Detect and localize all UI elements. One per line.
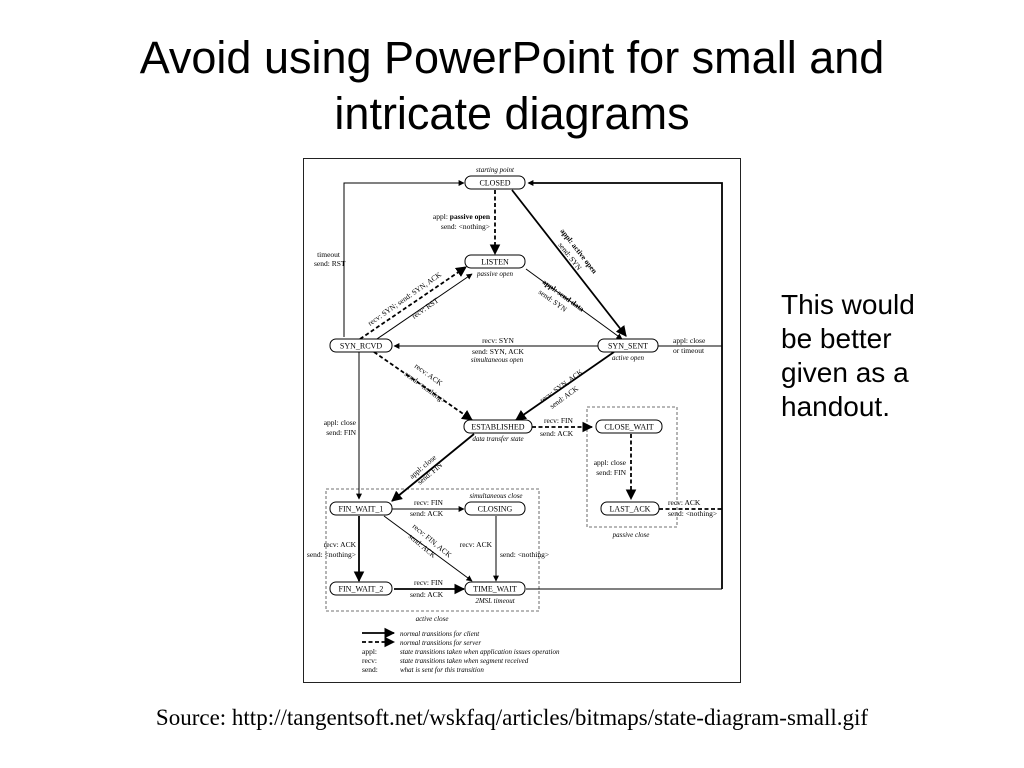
label-appl-passive-open: appl: passive open — [433, 212, 491, 221]
label-send-ack-3: send: ACK — [410, 509, 444, 518]
legend-client-text: normal transitions for client — [400, 630, 480, 638]
caption-active-open: active open — [612, 354, 645, 362]
legend-server-text: normal transitions for server — [400, 639, 481, 647]
label-recv-ack-4: recv: ACK — [668, 498, 701, 507]
label-timeout: timeout — [317, 250, 341, 259]
legend-appl-key: appl: — [362, 647, 377, 656]
svg-text:FIN_WAIT_1: FIN_WAIT_1 — [339, 505, 384, 514]
svg-text:CLOSING: CLOSING — [478, 505, 513, 514]
diagram-legend: normal transitions for client normal tra… — [362, 627, 560, 674]
caption-simultaneous-open: simultaneous open — [471, 356, 524, 364]
side-note-line-4: handout. — [781, 391, 890, 422]
state-fin-wait-2: FIN_WAIT_2 — [329, 581, 393, 596]
label-send-syn-ack: send: SYN, ACK — [472, 347, 524, 356]
slide-title-line-2: intricate diagrams — [334, 88, 690, 139]
svg-text:CLOSED: CLOSED — [479, 179, 510, 188]
label-send-ack-5: send: ACK — [410, 590, 444, 599]
edge-syn-sent-established — [515, 351, 615, 421]
legend-appl-desc: state transitions taken when application… — [400, 648, 560, 656]
label-recv-ack-3: recv: ACK — [460, 540, 493, 549]
edge-listen-syn-sent — [525, 268, 623, 340]
legend-send-desc: what is sent for this transition — [400, 666, 484, 674]
edge-closed-syn-sent — [511, 189, 627, 337]
side-note-line-2: be better — [781, 323, 892, 354]
svg-text:FIN_WAIT_2: FIN_WAIT_2 — [339, 585, 384, 594]
svg-text:SYN_RCVD: SYN_RCVD — [340, 342, 382, 351]
svg-text:SYN_SENT: SYN_SENT — [608, 342, 648, 351]
edge-fin-wait-1-time-wait — [383, 515, 473, 582]
label-send-rst: send: RST — [314, 259, 346, 268]
active-close-group — [325, 488, 540, 612]
edge-syn-rcvd-closed — [343, 180, 465, 337]
diagram-canvas: CLOSED LISTEN SYN_RCVD SYN_SENT ESTABLIS… — [307, 166, 723, 674]
slide-title: Avoid using PowerPoint for small and int… — [40, 30, 984, 142]
tcp-state-diagram: CLOSED LISTEN SYN_RCVD SYN_SENT ESTABLIS… — [303, 158, 741, 683]
state-syn-sent: SYN_SENT — [597, 338, 659, 353]
caption-active-close: active close — [416, 615, 449, 623]
side-note: This would be better given as a handout. — [781, 288, 971, 424]
source-citation: Source: http://tangentsoft.net/wskfaq/ar… — [155, 705, 869, 730]
label-send-nothing-4: send: <nothing> — [500, 550, 549, 559]
label-appl-close-c: appl: close — [594, 458, 627, 467]
label-recv-fin-3: recv: FIN — [414, 578, 444, 587]
svg-text:TIME_WAIT: TIME_WAIT — [473, 585, 517, 594]
side-note-line-3: given as a — [781, 357, 909, 388]
state-last-ack: LAST_ACK — [600, 501, 660, 516]
state-established: ESTABLISHED — [463, 419, 533, 434]
state-listen: LISTEN — [464, 254, 526, 269]
edge-listen-syn-rcvd — [359, 266, 467, 340]
side-note-line-1: This would — [781, 289, 915, 320]
legend-send-key: send: — [362, 665, 378, 674]
label-or-timeout: or timeout — [673, 346, 705, 355]
caption-passive-open: passive open — [476, 270, 513, 278]
slide-title-line-1: Avoid using PowerPoint for small and — [139, 32, 885, 83]
caption-2msl-timeout: 2MSL timeout — [475, 597, 515, 605]
svg-text:LAST_ACK: LAST_ACK — [610, 505, 651, 514]
caption-passive-close: passive close — [612, 531, 650, 539]
state-fin-wait-1: FIN_WAIT_1 — [329, 501, 393, 516]
label-send-fin-2: send: FIN — [596, 468, 626, 477]
edge-established-fin-wait-1 — [391, 433, 475, 502]
label-appl-close-a: appl: close — [673, 336, 706, 345]
label-recv-ack-2: recv: ACK — [324, 540, 357, 549]
caption-data-transfer-state: data transfer state — [472, 435, 523, 443]
passive-close-group — [586, 406, 678, 528]
svg-text:ESTABLISHED: ESTABLISHED — [471, 423, 524, 432]
svg-text:CLOSE_WAIT: CLOSE_WAIT — [604, 423, 653, 432]
label-recv-rst: recv: RST — [410, 295, 441, 320]
label-send-nothing-5: send: <nothing> — [668, 509, 717, 518]
edge-syn-rcvd-listen — [373, 273, 473, 342]
label-send-nothing-3: send: <nothing> — [307, 550, 356, 559]
legend-recv-key: recv: — [362, 656, 377, 665]
label-send-fin-1: send: FIN — [326, 428, 356, 437]
legend-recv-desc: state transitions taken when segment rec… — [400, 657, 529, 665]
caption-simultaneous-close: simultaneous close — [469, 492, 522, 500]
state-closing: CLOSING — [464, 501, 526, 516]
state-close-wait: CLOSE_WAIT — [595, 419, 663, 434]
label-send-ack-2: send: ACK — [540, 429, 574, 438]
state-syn-rcvd: SYN_RCVD — [329, 338, 393, 353]
label-recv-fin-1: recv: FIN — [544, 416, 574, 425]
state-time-wait: TIME_WAIT — [464, 581, 526, 596]
label-recv-syn: recv: SYN — [482, 336, 514, 345]
svg-text:LISTEN: LISTEN — [481, 258, 509, 267]
caption-starting-point: starting point — [476, 166, 515, 174]
label-recv-fin-2: recv: FIN — [414, 498, 444, 507]
edge-syn-rcvd-established — [373, 351, 473, 421]
state-closed: CLOSED — [464, 175, 526, 190]
label-send-nothing-1: send: <nothing> — [441, 222, 490, 231]
label-appl-close-b: appl: close — [324, 418, 357, 427]
